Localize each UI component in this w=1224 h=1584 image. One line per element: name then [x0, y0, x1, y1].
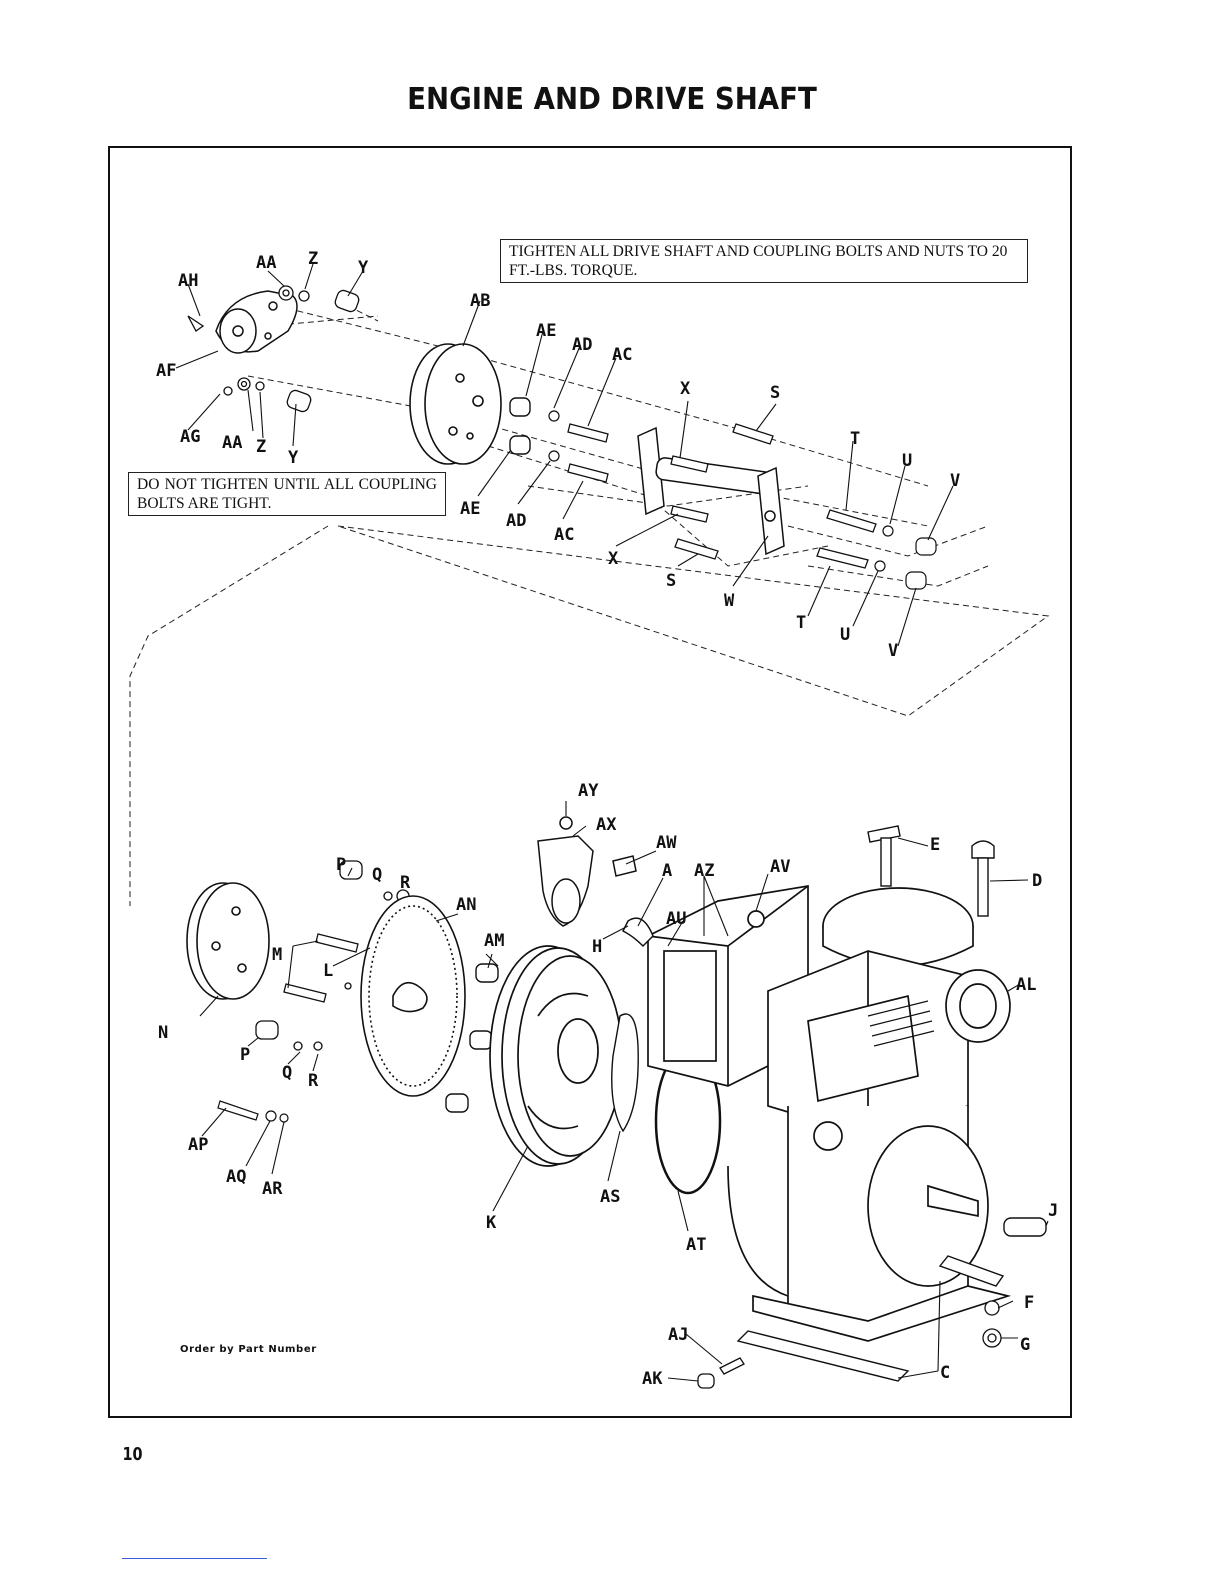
label-aa-bottom: AA [222, 433, 242, 453]
label-m: M [272, 945, 282, 965]
label-ab: AB [470, 291, 490, 311]
order-by-part-number: Order by Part Number [180, 1344, 317, 1355]
label-ae-bottom: AE [460, 499, 480, 519]
label-ae-top: AE [536, 321, 556, 341]
label-u-bottom: U [840, 625, 850, 645]
page-number: 10 [122, 1444, 143, 1465]
label-v-bottom: V [888, 641, 898, 661]
label-j: J [1048, 1201, 1058, 1221]
label-ak: AK [642, 1369, 663, 1389]
label-ac-top: AC [612, 345, 632, 365]
coupling-note: DO NOT TIGHTEN UNTIL ALL COUPLING BOLTS … [128, 472, 446, 516]
label-aw: AW [656, 833, 677, 853]
engine-block [727, 887, 1012, 1342]
torque-note: TIGHTEN ALL DRIVE SHAFT AND COUPLING BOL… [500, 239, 1028, 283]
label-an: AN [456, 895, 476, 915]
label-av: AV [770, 857, 790, 877]
label-s-bottom: S [666, 571, 676, 591]
label-ah: AH [178, 271, 198, 291]
label-x-top: X [680, 379, 691, 399]
label-ax: AX [596, 815, 617, 835]
label-al: AL [1016, 975, 1036, 995]
label-w: W [724, 591, 735, 611]
label-aj: AJ [668, 1325, 688, 1345]
label-x-bottom: X [608, 549, 619, 569]
pulley-plate-an [360, 895, 466, 1097]
footer-underline [122, 1558, 267, 1559]
label-y-top: Y [358, 258, 369, 278]
label-s-top: S [770, 383, 780, 403]
carburetor-ax [537, 816, 654, 948]
label-aa-top: AA [256, 253, 276, 273]
engine-pulley-k [489, 945, 623, 1167]
label-k: K [486, 1213, 497, 1233]
label-z-bottom: Z [256, 437, 266, 457]
page-title: ENGINE AND DRIVE SHAFT [407, 82, 817, 117]
gasket-as [611, 1013, 639, 1133]
label-p-bottom: P [240, 1045, 250, 1065]
label-u-top: U [902, 451, 912, 471]
label-z-top: Z [308, 249, 318, 269]
label-f: F [1024, 1293, 1034, 1313]
label-t-bottom: T [796, 613, 806, 633]
label-p-top: P [336, 855, 346, 875]
coupling-flange-af [215, 290, 298, 354]
label-q-bottom: Q [282, 1063, 292, 1083]
label-y-bottom: Y [288, 448, 299, 468]
label-ap: AP [188, 1135, 208, 1155]
label-g: G [1020, 1335, 1030, 1355]
label-e: E [930, 835, 940, 855]
coupling-disc-ab [409, 343, 502, 465]
label-d: D [1032, 871, 1042, 891]
label-l: L [323, 961, 333, 981]
label-ac-bottom: AC [554, 525, 574, 545]
label-c: C [940, 1363, 950, 1383]
label-ar: AR [262, 1179, 283, 1199]
label-as: AS [600, 1187, 620, 1207]
label-a: A [662, 861, 672, 881]
label-au: AU [666, 909, 686, 929]
label-at: AT [686, 1235, 706, 1255]
label-az: AZ [694, 861, 714, 881]
label-r-top: R [400, 873, 411, 893]
label-ad-bottom: AD [506, 511, 526, 531]
exploded-parts-diagram: AA Z Y AH AB AF AG AA Z Y AE AD AC AE AD… [108, 146, 1072, 1418]
label-t-top: T [850, 429, 860, 449]
label-ay: AY [578, 781, 599, 801]
label-q-top: Q [372, 865, 382, 885]
label-am: AM [484, 931, 504, 951]
label-ag: AG [180, 427, 200, 447]
label-aq: AQ [226, 1167, 246, 1187]
label-af: AF [156, 361, 176, 381]
label-n: N [158, 1023, 168, 1043]
coupling-disc-n [186, 882, 270, 1000]
label-h: H [592, 937, 602, 957]
label-ad-top: AD [572, 335, 592, 355]
drive-shaft-w [637, 426, 785, 556]
label-r-bottom: R [308, 1071, 319, 1091]
label-v-top: V [950, 471, 960, 491]
diagram-frame: AA Z Y AH AB AF AG AA Z Y AE AD AC AE AD… [108, 146, 1072, 1418]
